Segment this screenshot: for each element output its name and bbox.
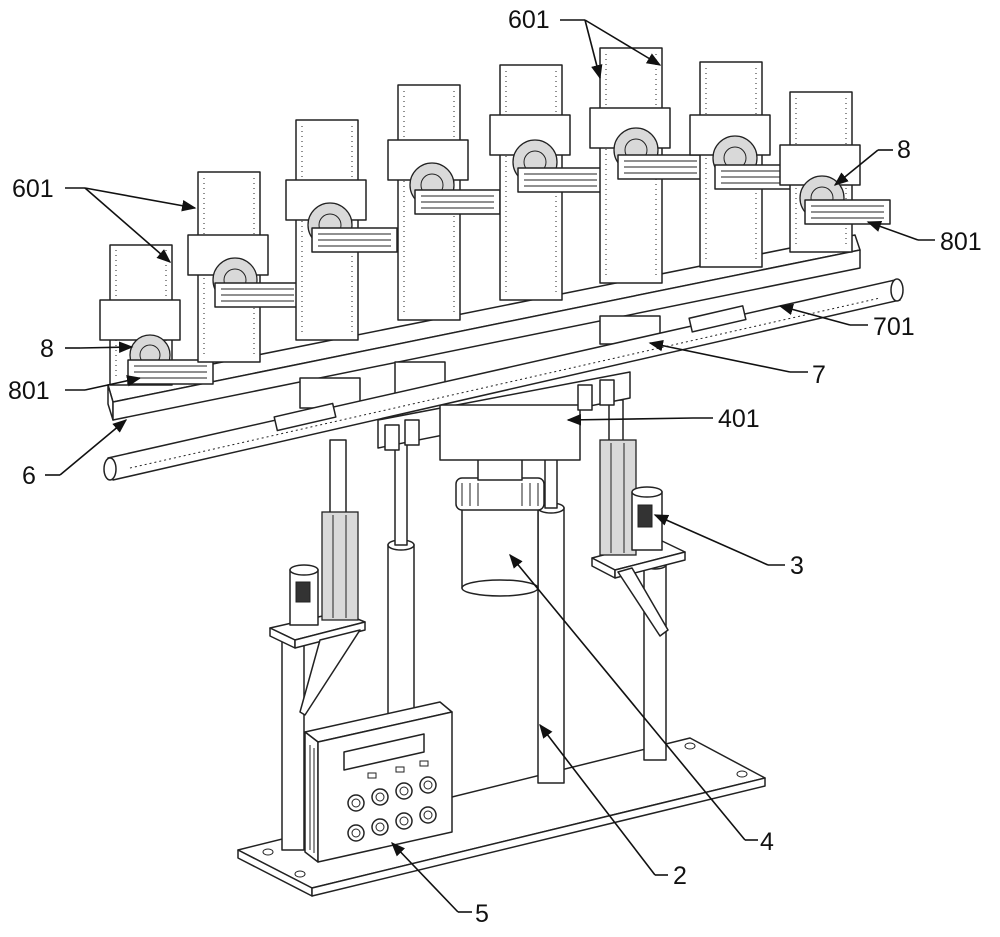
cylinder (455, 455, 545, 597)
control-box (304, 701, 453, 863)
label-5: 5 (475, 900, 489, 928)
leader-lines (45, 19, 935, 913)
label-801-left: 801 (8, 377, 50, 405)
label-8-right: 8 (897, 136, 911, 164)
label-401: 401 (718, 405, 760, 433)
lamp-unit-2 (187, 171, 301, 363)
control-knobs (347, 776, 437, 842)
label-701: 701 (873, 313, 915, 341)
label-3: 3 (790, 552, 804, 580)
slide-rod (103, 278, 904, 481)
label-601-left: 601 (12, 175, 54, 203)
label-4: 4 (760, 828, 774, 856)
lamp-unit-8 (779, 91, 891, 253)
lamp-unit-6 (589, 47, 704, 284)
label-6: 6 (22, 462, 36, 490)
lamp-unit-1 (99, 244, 214, 386)
label-801-right: 801 (940, 228, 982, 256)
part-labels: 601 601 8 801 701 7 8 801 401 6 3 4 2 5 (8, 6, 982, 928)
label-8-left: 8 (40, 335, 54, 363)
lamp-unit-3 (285, 119, 398, 341)
right-lift-motor (591, 439, 686, 637)
left-lift-motor (269, 511, 366, 716)
lamp-unit-5 (489, 64, 604, 301)
label-7: 7 (812, 361, 826, 389)
label-2: 2 (673, 862, 687, 890)
cross-bar (107, 234, 861, 421)
lamp-units (99, 47, 891, 386)
lamp-unit-4 (387, 84, 501, 321)
connecting-block (377, 371, 631, 461)
label-601-top: 601 (508, 6, 550, 34)
